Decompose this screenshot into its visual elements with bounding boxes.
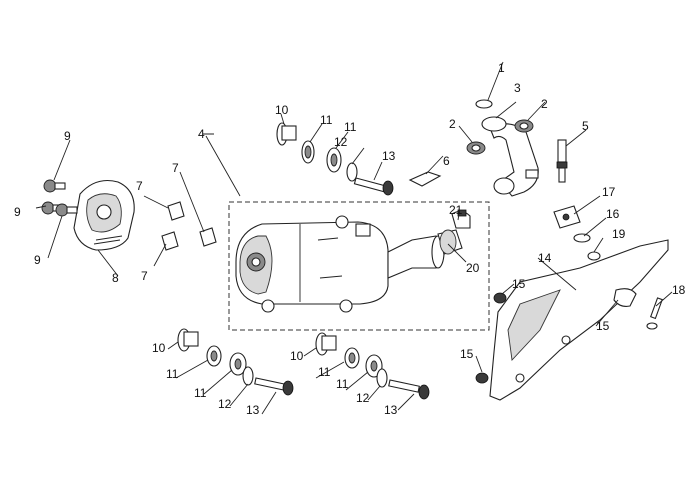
callout-15-right: 15 (596, 319, 610, 333)
callout-10-upper: 10 (275, 103, 289, 117)
lower-mount-stack-left (177, 328, 294, 396)
callout-11-lower-right-a: 11 (318, 365, 331, 379)
callout-5: 5 (582, 119, 589, 133)
callout-9-bottom: 9 (34, 253, 41, 267)
exhaust-pipe (489, 123, 539, 197)
heat-shield (489, 239, 669, 401)
callout-10-lower-right: 10 (290, 349, 304, 363)
callout-19: 19 (612, 227, 626, 241)
exhaust-gasket-ring (475, 99, 493, 109)
callout-8: 8 (112, 271, 119, 285)
gasket-left (466, 141, 486, 155)
callout-16: 16 (606, 207, 620, 221)
callout-12-lower-left: 12 (218, 397, 232, 411)
callout-13-lower-left: 13 (246, 403, 260, 417)
grommet-1 (493, 292, 507, 304)
mount-bracket (408, 171, 442, 187)
callout-7-upper-right: 7 (172, 161, 179, 175)
callout-7-lower: 7 (141, 269, 148, 283)
callout-2-right: 2 (541, 97, 548, 111)
callout-14: 14 (538, 251, 552, 265)
callout-11-upper-a: 11 (320, 113, 333, 127)
upper-mount-stack (276, 122, 394, 196)
muffler-assembly-frame (228, 201, 490, 331)
callout-10-lower-left: 10 (152, 341, 166, 355)
exhaust-sensor (556, 139, 568, 183)
cap-bolt-1 (43, 179, 66, 193)
callout-6: 6 (443, 154, 450, 168)
callout-11-upper-b: 11 (344, 120, 357, 134)
callout-2-left: 2 (449, 117, 456, 131)
callout-11-lower-left-a: 11 (166, 367, 179, 381)
shield-clip (613, 288, 637, 307)
callout-4: 4 (198, 127, 205, 141)
end-cap-cover (73, 179, 135, 251)
pipe-flange (481, 116, 507, 132)
clip-nut-3 (161, 231, 179, 251)
lower-mount-stack-right (315, 332, 430, 400)
clip-nut-1 (167, 201, 185, 221)
callout-11-lower-right-b: 11 (336, 377, 349, 391)
callout-12-upper: 12 (334, 135, 348, 149)
shield-spacer (573, 233, 591, 243)
callout-3: 3 (514, 81, 521, 95)
callout-13-upper: 13 (382, 149, 396, 163)
gasket-right (514, 119, 534, 133)
callout-1: 1 (498, 61, 505, 75)
shield-washer (587, 251, 601, 261)
cap-bolt-3 (55, 203, 78, 217)
muffler-body (235, 215, 445, 313)
callout-18: 18 (672, 283, 686, 297)
callout-21: 21 (449, 203, 463, 217)
callout-15-lower: 15 (460, 347, 474, 361)
callout-20: 20 (466, 261, 480, 275)
pipe-clamp (451, 209, 471, 229)
callout-13-lower-right: 13 (384, 403, 398, 417)
grommet-2 (475, 372, 489, 384)
callout-9-top: 9 (64, 129, 71, 143)
callout-7-upper-left: 7 (136, 179, 143, 193)
leader-lines (35, 61, 673, 415)
callout-12-lower-right: 12 (356, 391, 370, 405)
callout-15-upper: 15 (512, 277, 526, 291)
callout-17: 17 (602, 185, 616, 199)
shield-sleeve (553, 205, 581, 229)
clip-nut-2 (199, 227, 217, 247)
callout-11-lower-left-b: 11 (194, 386, 207, 400)
callout-9-middle: 9 (14, 205, 21, 219)
